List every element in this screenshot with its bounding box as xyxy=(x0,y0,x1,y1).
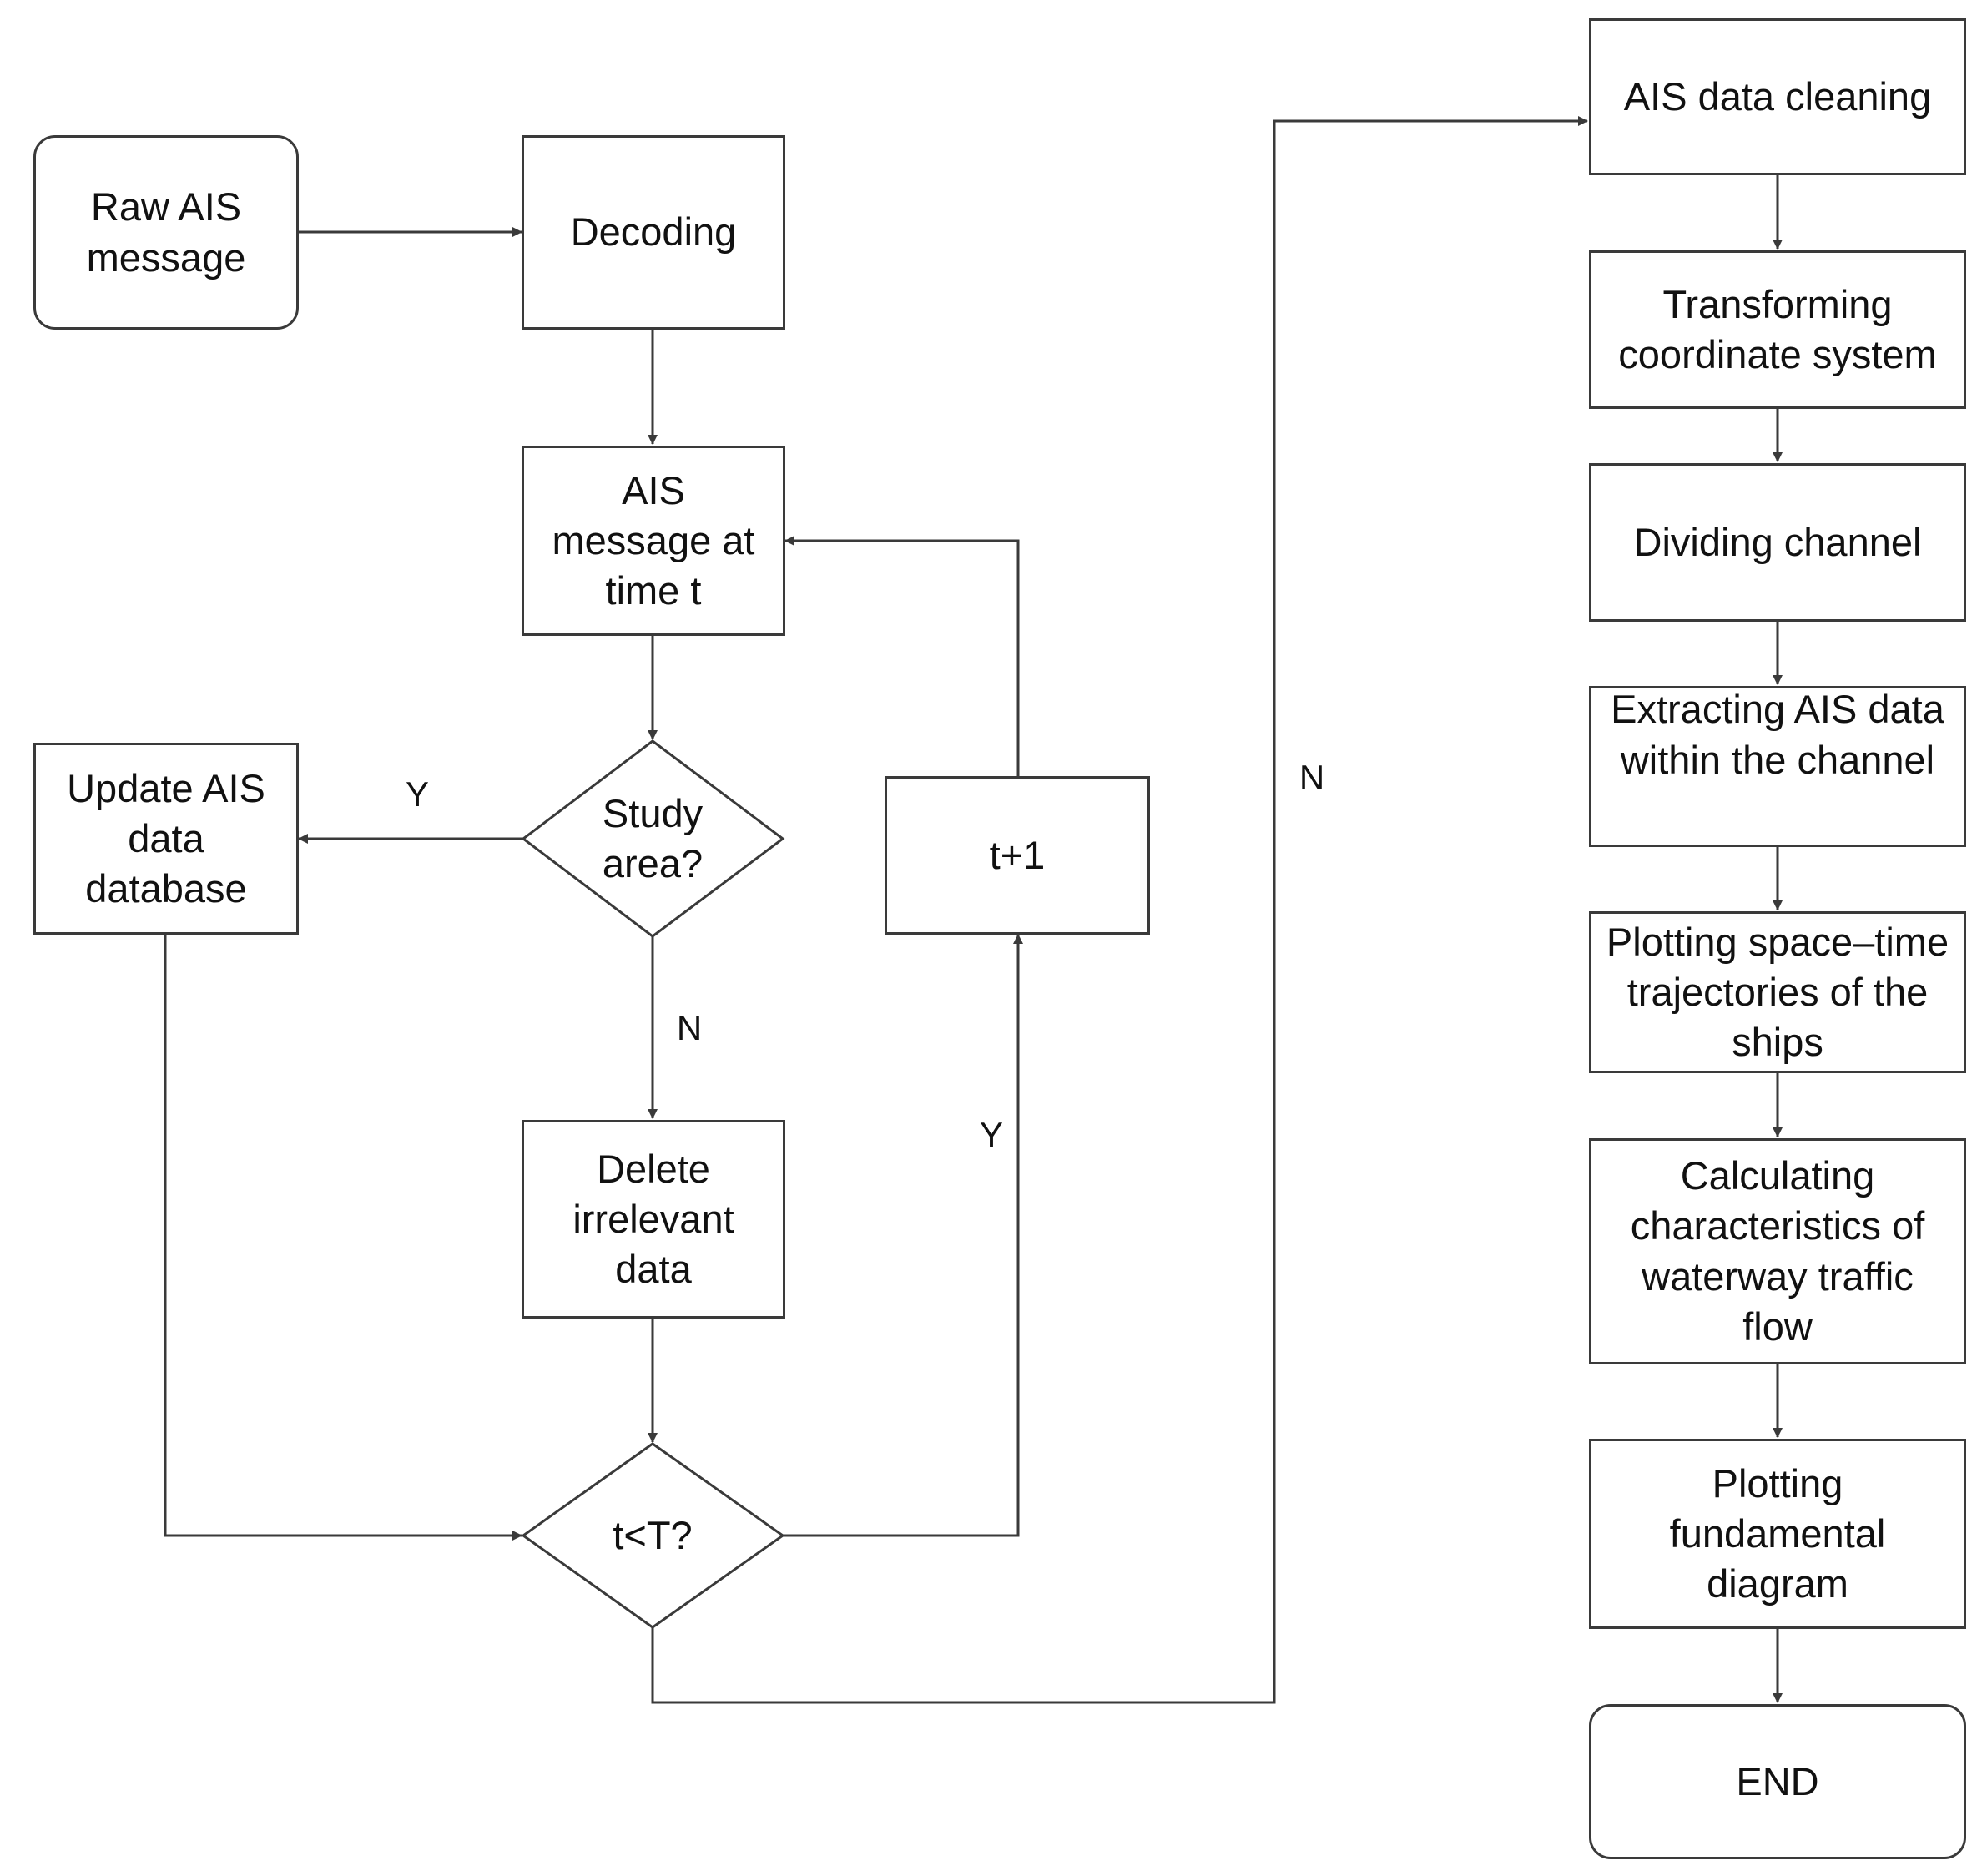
arrow-increment-to-message xyxy=(784,536,1020,776)
delete-irrelevant-data-label: Delete irrelevant data xyxy=(572,1146,734,1292)
loop-no-label: N xyxy=(1299,758,1325,797)
dividing-channel-node: Dividing channel xyxy=(1589,463,1966,622)
t-plus-1-label: t+1 xyxy=(989,832,1046,877)
transforming-coordinate-label: Transforming coordinate system xyxy=(1618,281,1937,376)
study-area-yes-label: Y xyxy=(405,774,430,814)
arrow-check-to-increment xyxy=(783,934,1023,1537)
extracting-ais-data-node: Extracting AIS data within the channel xyxy=(1589,686,1966,847)
study-area-node: Study area? xyxy=(551,776,754,901)
t-less-than-T-node: t<T? xyxy=(567,1494,738,1577)
extracting-ais-data-label: Extracting AIS data within the channel xyxy=(1611,687,1944,782)
ais-data-cleaning-node: AIS data cleaning xyxy=(1589,18,1966,175)
end-label: END xyxy=(1736,1758,1819,1803)
study-area-no-label: N xyxy=(676,1008,703,1047)
study-area-label: Study area? xyxy=(602,790,704,885)
plotting-fundamental-label: Plotting fundamental diagram xyxy=(1669,1460,1886,1606)
decoding-node: Decoding xyxy=(522,135,785,330)
delete-irrelevant-data-node: Delete irrelevant data xyxy=(522,1120,785,1319)
plotting-trajectories-node: Plotting space–time trajectories of the … xyxy=(1589,911,1966,1073)
transforming-coordinate-node: Transforming coordinate system xyxy=(1589,250,1966,409)
raw-ais-message-label: Raw AIS message xyxy=(86,184,246,280)
plotting-trajectories-label: Plotting space–time trajectories of the … xyxy=(1606,919,1949,1065)
end-node: END xyxy=(1589,1704,1966,1859)
plotting-fundamental-node: Plotting fundamental diagram xyxy=(1589,1439,1966,1629)
calculating-characteristics-label: Calculating characteristics of waterway … xyxy=(1630,1153,1925,1349)
arrow-update-to-check xyxy=(164,935,522,1541)
ais-data-cleaning-label: AIS data cleaning xyxy=(1623,73,1932,119)
t-less-than-T-label: t<T? xyxy=(613,1512,693,1557)
dividing-channel-label: Dividing channel xyxy=(1633,519,1922,564)
ais-message-at-time-label: AIS message at time t xyxy=(552,467,755,613)
loop-yes-label: Y xyxy=(979,1115,1004,1154)
calculating-characteristics-node: Calculating characteristics of waterway … xyxy=(1589,1138,1966,1364)
decoding-label: Decoding xyxy=(570,209,737,255)
update-ais-database-node: Update AIS data database xyxy=(33,743,299,935)
arrow-check-to-cleaning xyxy=(651,116,1588,1704)
ais-message-at-time-node: AIS message at time t xyxy=(522,446,785,636)
update-ais-database-label: Update AIS data database xyxy=(67,765,265,911)
t-plus-1-node: t+1 xyxy=(885,776,1150,935)
raw-ais-message-node: Raw AIS message xyxy=(33,135,299,330)
